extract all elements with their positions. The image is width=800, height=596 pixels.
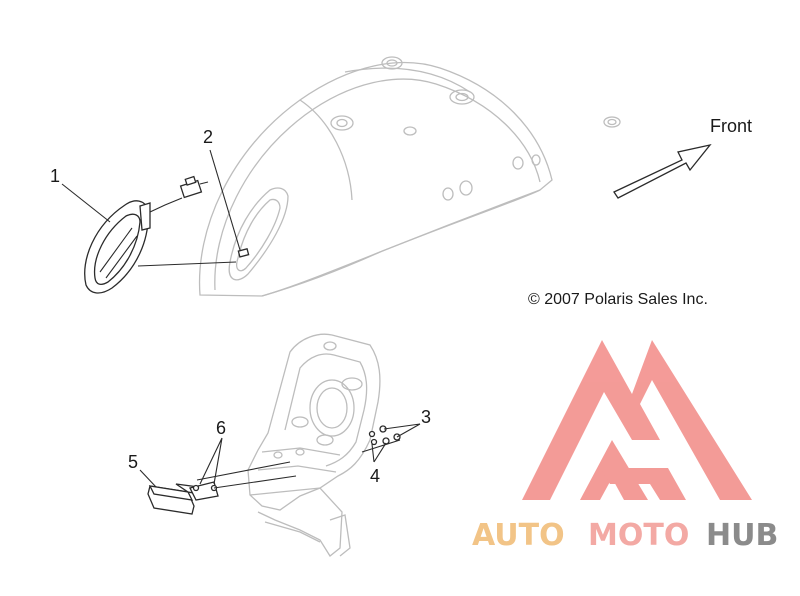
watermark-logo bbox=[522, 340, 752, 500]
fasteners-part-3-4 bbox=[368, 425, 401, 446]
callout-6: 6 bbox=[216, 418, 226, 438]
watermark-moto: MOTO bbox=[588, 518, 689, 553]
callout-4: 4 bbox=[370, 466, 380, 486]
front-label: Front bbox=[710, 116, 752, 136]
rear-fender bbox=[198, 56, 621, 297]
callout-1: 1 bbox=[50, 166, 60, 186]
callout-3: 3 bbox=[421, 407, 431, 427]
front-direction-arrow bbox=[613, 143, 712, 199]
copyright-notice: © 2007 Polaris Sales Inc. bbox=[528, 291, 708, 308]
watermark-auto: AUTO bbox=[472, 518, 565, 553]
side-lamp-part-1 bbox=[84, 175, 209, 294]
callout-2: 2 bbox=[203, 127, 213, 147]
license-lamp-part-5 bbox=[147, 481, 219, 515]
license-bracket bbox=[247, 333, 381, 557]
callout-5: 5 bbox=[128, 452, 138, 472]
watermark-hub: HUB bbox=[706, 518, 778, 553]
leader-lines bbox=[61, 149, 421, 489]
